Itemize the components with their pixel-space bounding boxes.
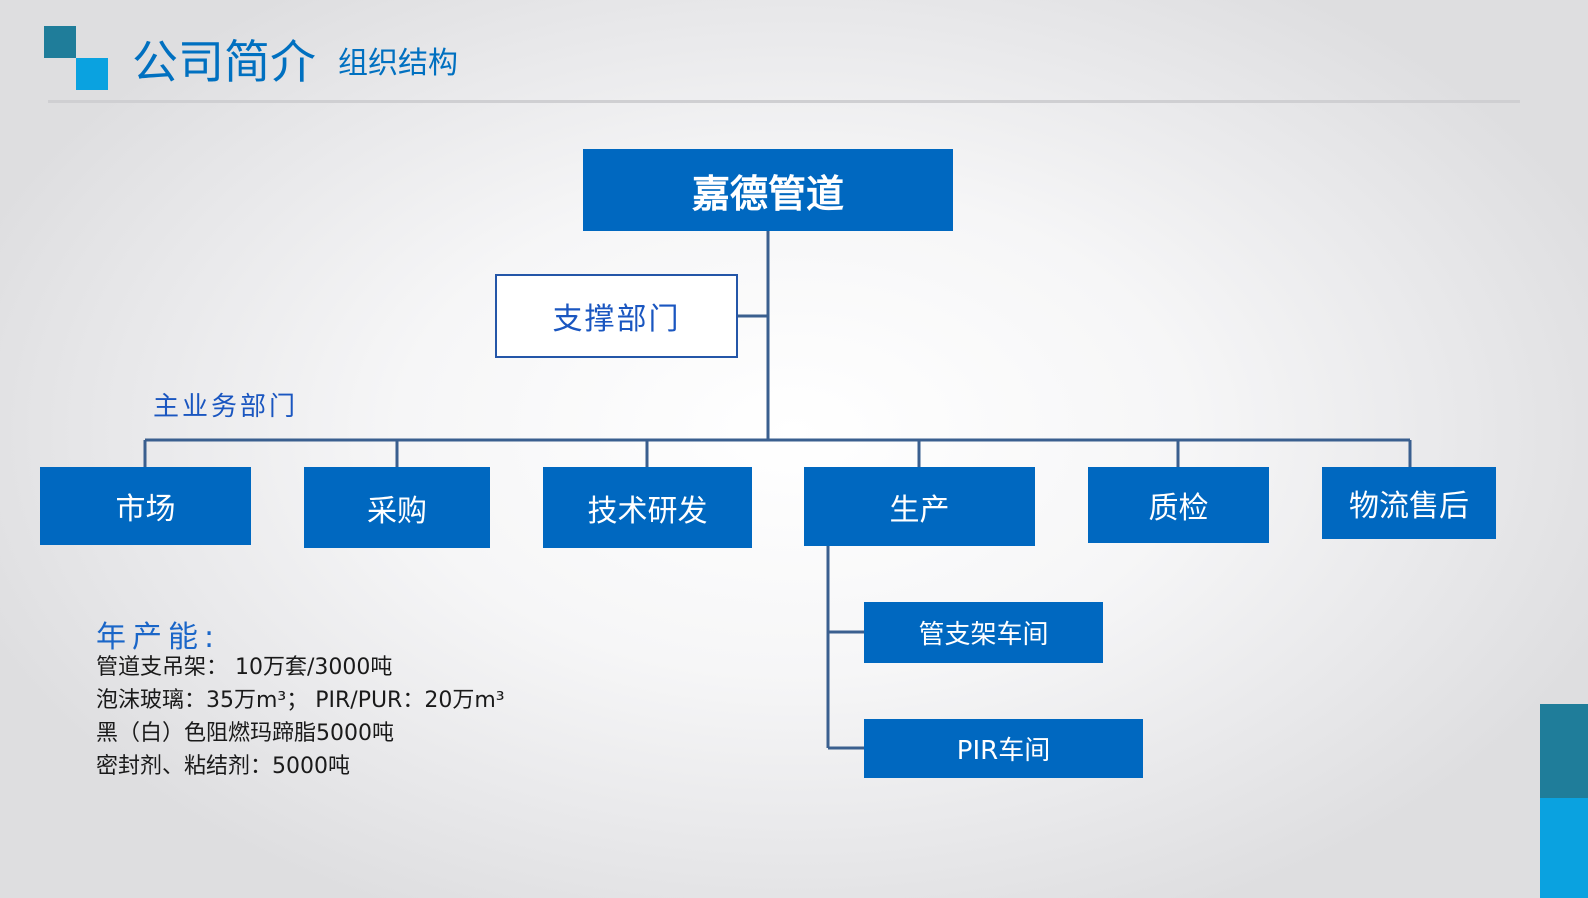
dept-label: 采购 bbox=[367, 493, 427, 529]
dept-box-logistics: 物流售后 bbox=[1322, 467, 1496, 539]
support-dept-label: 支撑部门 bbox=[552, 302, 681, 337]
dept-label: 市场 bbox=[115, 492, 176, 527]
org-root-label: 嘉德管道 bbox=[691, 171, 844, 216]
support-dept-box: 支撑部门 bbox=[495, 274, 738, 358]
dept-label: 质检 bbox=[1148, 491, 1209, 526]
capacity-line: 密封剂、粘结剂：5000吨 bbox=[96, 754, 350, 779]
workshop-label: 管支架车间 bbox=[918, 620, 1049, 650]
page-subtitle: 组织结构 bbox=[338, 46, 458, 81]
dept-box-production: 生产 bbox=[804, 467, 1035, 546]
page-title: 公司简介 bbox=[132, 35, 316, 89]
capacity-line: 泡沫玻璃：35万m³； PIR/PUR：20万m³ bbox=[96, 688, 505, 713]
workshop-box-pir: PIR车间 bbox=[864, 719, 1143, 778]
accent-bar-dark bbox=[1540, 704, 1588, 798]
workshop-box-pipe-support: 管支架车间 bbox=[864, 602, 1103, 663]
dept-box-qc: 质检 bbox=[1088, 467, 1269, 543]
capacity-title: 年产能: bbox=[96, 620, 221, 655]
workshop-label: PIR车间 bbox=[956, 736, 1051, 766]
dept-box-rd: 技术研发 bbox=[543, 467, 752, 548]
main-business-label: 主业务部门 bbox=[153, 392, 299, 422]
capacity-line: 管道支吊架： 10万套/3000吨 bbox=[96, 655, 393, 680]
accent-bar-light bbox=[1540, 798, 1588, 898]
title-divider bbox=[48, 100, 1520, 103]
dept-box-market: 市场 bbox=[40, 467, 251, 545]
org-root-box: 嘉德管道 bbox=[583, 149, 953, 231]
dept-box-purchase: 采购 bbox=[304, 467, 490, 548]
dept-label: 物流售后 bbox=[1349, 489, 1469, 524]
logo-square-dark bbox=[44, 26, 76, 58]
dept-label: 技术研发 bbox=[587, 493, 708, 529]
capacity-line: 黑（白）色阻燃玛蹄脂5000吨 bbox=[96, 721, 394, 746]
dept-label: 生产 bbox=[889, 492, 950, 528]
logo-square-light bbox=[76, 58, 108, 90]
